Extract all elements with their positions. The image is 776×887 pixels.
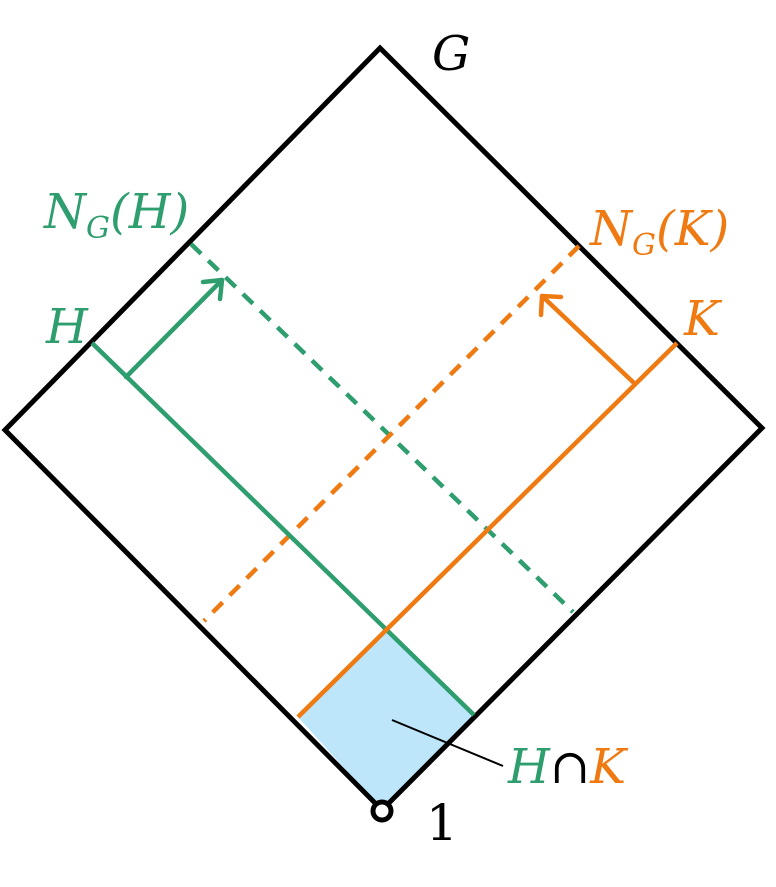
label-normalizer-k: NG(K)	[589, 201, 729, 263]
normalizer-k-line	[202, 244, 581, 623]
label-k: K	[683, 291, 723, 347]
subgroup-h-line	[90, 341, 476, 717]
intersection-region	[298, 628, 474, 810]
label-intersection: H∩K	[507, 739, 629, 795]
identity-node	[370, 799, 394, 823]
normalizer-h-line	[189, 242, 575, 614]
orange-arrow-icon	[538, 293, 637, 386]
green-arrow-icon	[123, 277, 225, 380]
subgroup-k-line	[296, 341, 679, 719]
label-g: G	[432, 26, 470, 82]
intersection-leader-line	[391, 719, 504, 767]
label-identity: 1	[426, 794, 458, 852]
label-normalizer-h: NG(H)	[43, 184, 189, 246]
label-h: H	[45, 299, 89, 355]
